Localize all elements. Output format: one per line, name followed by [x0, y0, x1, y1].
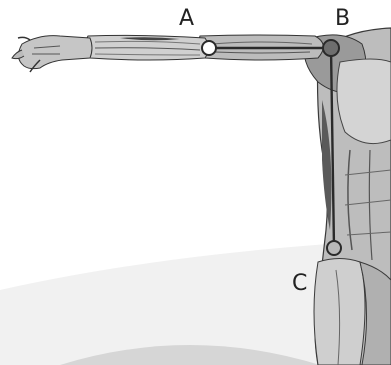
point-a: [202, 41, 216, 55]
point-b-label: B: [335, 6, 350, 31]
point-b: [323, 40, 339, 56]
arm-muscles: [12, 35, 323, 72]
point-c: [327, 241, 341, 255]
torso-muscles: [304, 28, 391, 365]
point-c-label: C: [292, 271, 307, 296]
point-a-label: A: [179, 6, 194, 31]
